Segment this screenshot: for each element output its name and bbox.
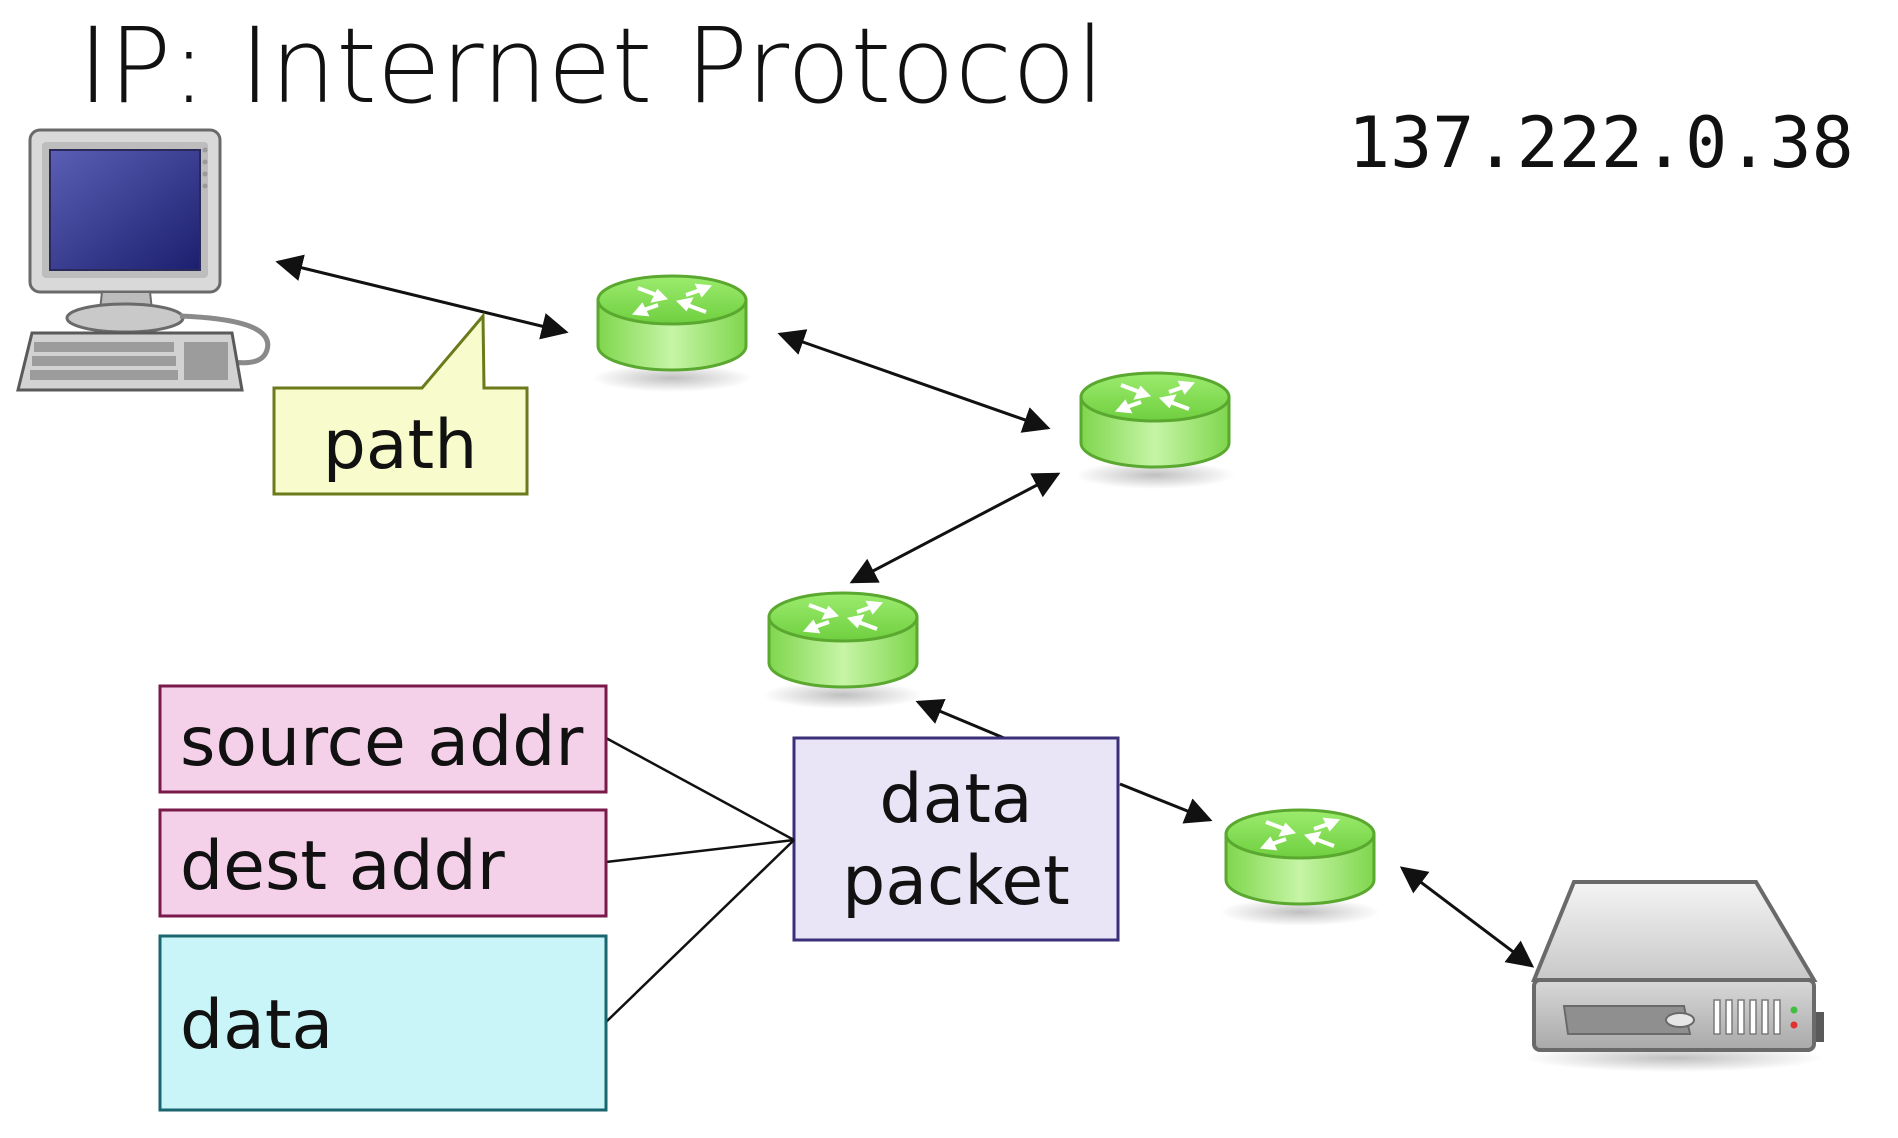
field-source-addr: source addr	[158, 684, 608, 794]
link-arrow	[777, 329, 1051, 433]
connector-line	[605, 839, 795, 1023]
router-icon	[1218, 808, 1382, 928]
field-data: data	[158, 934, 608, 1112]
packet-rect	[792, 736, 1120, 942]
packet-label-line2: packet	[842, 842, 1070, 921]
router-icon	[1073, 371, 1237, 491]
desktop-computer-icon	[16, 128, 271, 392]
connector-line	[605, 736, 795, 842]
field-label: data	[180, 986, 333, 1065]
link-arrow	[849, 472, 1061, 584]
path-callout: path	[272, 311, 529, 496]
packet-arrow	[915, 698, 1005, 740]
link-arrow	[1399, 866, 1535, 968]
link-arrow	[275, 254, 569, 340]
field-rect	[158, 934, 608, 1112]
server-icon	[1524, 880, 1824, 1072]
field-rect	[158, 808, 608, 918]
callout-shape	[272, 311, 529, 496]
data-packet-box: data packet	[792, 736, 1120, 942]
page-title: IP: Internet Protocol	[78, 5, 1105, 127]
field-label: dest addr	[180, 827, 505, 906]
field-dest-addr: dest addr	[158, 808, 608, 918]
connector-line	[605, 838, 795, 864]
callout-label: path	[323, 406, 478, 485]
field-label: source addr	[180, 703, 583, 782]
packet-arrow	[1119, 782, 1213, 824]
packet-label-line1: data	[879, 760, 1032, 839]
router-icon	[761, 591, 925, 711]
ip-address: 137.222.0.38	[1348, 102, 1854, 184]
router-icon	[590, 274, 754, 394]
field-rect	[158, 684, 608, 794]
